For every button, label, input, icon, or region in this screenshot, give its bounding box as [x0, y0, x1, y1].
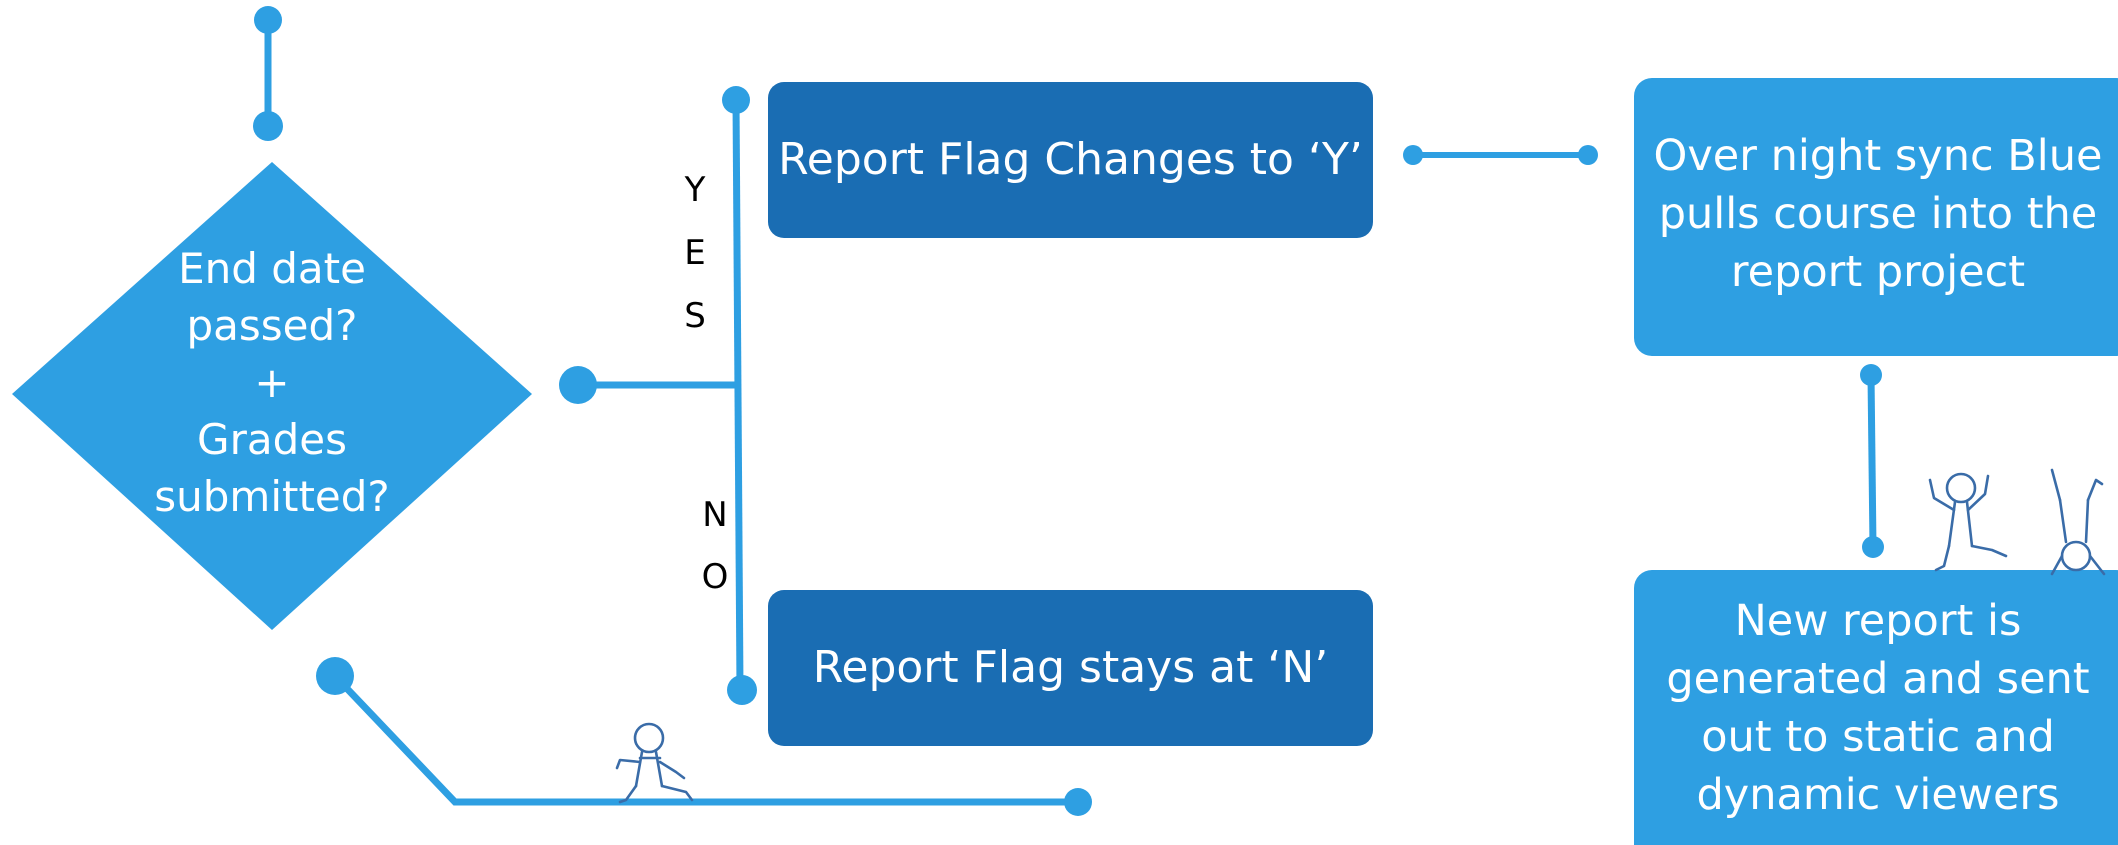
- branch-label-yes-s: S: [684, 296, 706, 336]
- overnight-sync-line-2: pulls course into the: [1658, 189, 2098, 239]
- decision-line-5: submitted?: [154, 472, 390, 521]
- decision-line-1: End date: [178, 244, 366, 293]
- branch-label-yes-e: E: [684, 233, 706, 273]
- branch-label-no-o: O: [701, 557, 729, 597]
- stick-figure-handstand-icon: [2050, 468, 2106, 576]
- new-report-line-4: dynamic viewers: [1696, 770, 2060, 820]
- decision-line-2: passed?: [186, 301, 358, 350]
- decision-diamond: [12, 162, 532, 630]
- connector-decision-branch: [559, 366, 738, 404]
- new-report-line-2: generated and sent: [1666, 654, 2090, 704]
- new-report-line-3: out to static and: [1701, 712, 2055, 762]
- report-flag-yes-box: [768, 82, 1373, 238]
- connector-sync-report: [1860, 364, 1884, 558]
- connector-yes-sync: [1403, 145, 1598, 165]
- decision-line-3: +: [254, 358, 290, 407]
- branch-line: [722, 86, 757, 705]
- connector-top: [253, 6, 283, 141]
- branch-label-yes-y: Y: [684, 170, 706, 210]
- report-flag-no-label: Report Flag stays at ‘N’: [812, 642, 1329, 693]
- report-flag-yes-label: Report Flag Changes to ‘Y’: [778, 134, 1363, 185]
- overnight-sync-line-3: report project: [1730, 247, 2026, 297]
- new-report-text: New report is generated and sent out to …: [1636, 592, 2118, 824]
- overnight-sync-text: Over night sync Blue pulls course into t…: [1636, 127, 2118, 301]
- connector-bottom: [316, 657, 1092, 816]
- overnight-sync-box: [1634, 78, 2118, 356]
- new-report-line-1: New report is: [1734, 596, 2022, 646]
- new-report-box: [1634, 570, 2118, 845]
- decision-text: End date passed? + Grades submitted?: [112, 240, 432, 525]
- report-flag-no-box: [768, 590, 1373, 746]
- decision-line-4: Grades: [197, 415, 347, 464]
- branch-label-no-n: N: [702, 495, 728, 535]
- stick-figure-cheering-icon: [1928, 472, 2008, 572]
- overnight-sync-line-1: Over night sync Blue: [1653, 131, 2103, 181]
- stick-figure-running-icon: [615, 722, 694, 804]
